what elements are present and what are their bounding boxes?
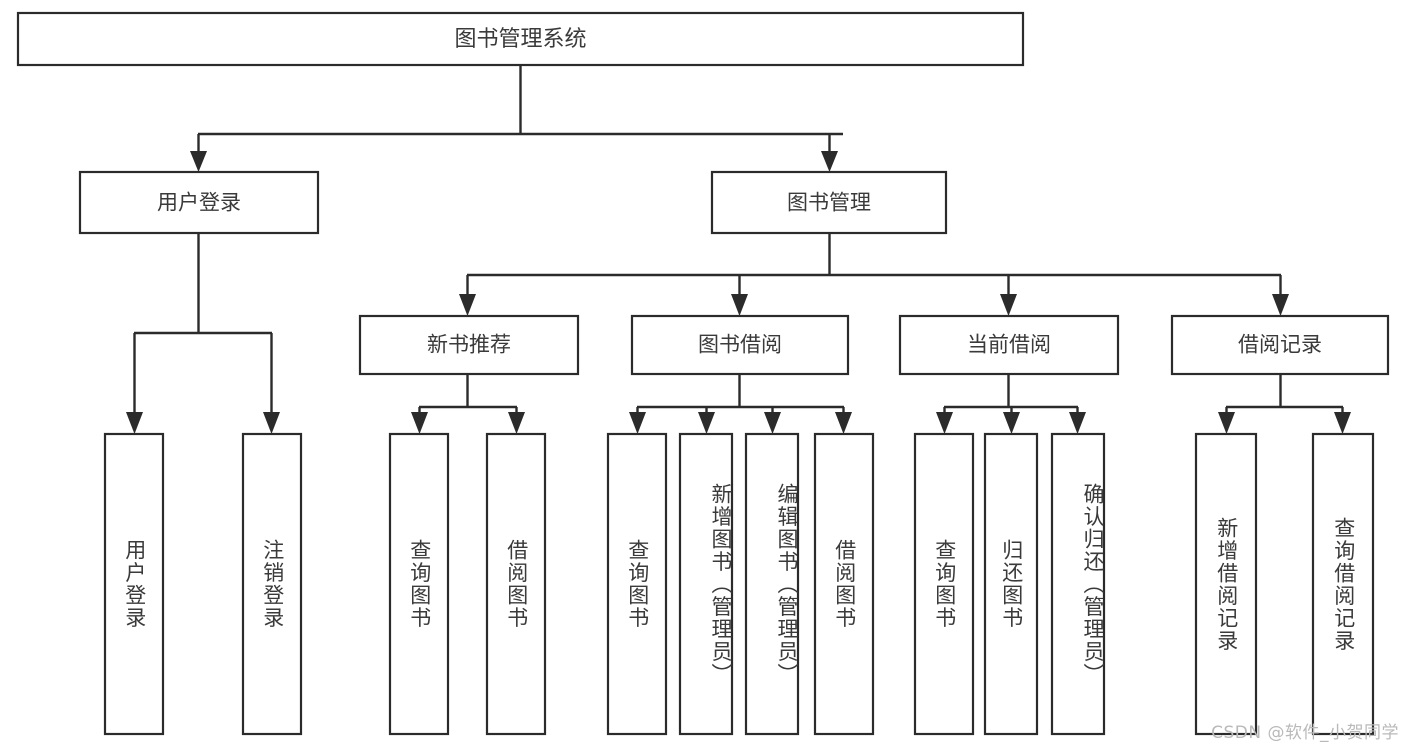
arrowhead-root-to-user-login: [190, 151, 207, 172]
node-root-label: 图书管理系统: [454, 27, 586, 52]
arrowhead-current-to-leaf-1: [936, 412, 953, 434]
connector-group-borrow: [629, 374, 852, 434]
leaf-box-borrow-books-brw[interactable]: [813, 432, 875, 736]
leaf-box-add-borrow-record[interactable]: [1194, 432, 1258, 736]
node-root-box[interactable]: [16, 11, 1025, 67]
connector-group-records: [1218, 374, 1351, 434]
node-new-book-recommend[interactable]: 新书推荐: [358, 314, 580, 376]
node-book-borrow-box[interactable]: [630, 314, 850, 376]
leaf-box-query-books-brw[interactable]: [606, 432, 668, 736]
leaf-box-return-books[interactable]: [983, 432, 1039, 736]
arrowhead-book-mgmt-to-new-books: [459, 294, 476, 316]
node-book-management-box[interactable]: [710, 170, 948, 235]
connector-group-book-mgmt: [459, 233, 1289, 316]
node-user-login-box[interactable]: [78, 170, 320, 235]
node-current-borrow[interactable]: 当前借阅: [898, 314, 1120, 376]
connector-group-user-login: [126, 233, 280, 434]
arrowhead-borrow-to-leaf-1: [629, 412, 646, 434]
node-user-login[interactable]: 用户登录: [78, 170, 320, 235]
node-book-management[interactable]: 图书管理: [710, 170, 948, 235]
arrowhead-new-books-to-leaf-1: [411, 412, 428, 434]
node-current-borrow-box[interactable]: [898, 314, 1120, 376]
arrowhead-borrow-to-leaf-2: [698, 412, 715, 434]
leaf-box-edit-book-admin[interactable]: [744, 432, 800, 736]
node-book-borrow[interactable]: 图书借阅: [630, 314, 850, 376]
arrowhead-borrow-to-leaf-4: [835, 412, 852, 434]
arrowhead-book-mgmt-to-records: [1272, 294, 1289, 316]
csdn-watermark: CSDN @软件_小贺同学: [1211, 723, 1399, 743]
arrowhead-current-to-leaf-3: [1069, 412, 1086, 434]
node-new-book-recommend-label: 新书推荐: [427, 333, 511, 357]
arrowhead-records-to-leaf-2: [1334, 412, 1351, 434]
connector-group-current: [936, 374, 1086, 434]
connector-group-root: [190, 65, 843, 172]
node-borrow-records-box[interactable]: [1170, 314, 1390, 376]
node-user-login-label: 用户登录: [157, 191, 241, 215]
leaf-box-borrow-books-new[interactable]: [485, 432, 547, 736]
node-book-borrow-label: 图书借阅: [698, 333, 782, 357]
connector-group-new-books: [411, 374, 525, 434]
node-root[interactable]: 图书管理系统: [16, 11, 1025, 67]
leaf-boxes-group: [103, 432, 1375, 736]
arrowhead-user-login-to-leaf-1: [126, 412, 143, 434]
arrowhead-book-mgmt-to-borrow: [731, 294, 748, 316]
arrowhead-borrow-to-leaf-3: [764, 412, 781, 434]
node-new-book-recommend-box[interactable]: [358, 314, 580, 376]
node-borrow-records-label: 借阅记录: [1238, 333, 1322, 357]
leaf-box-user-login[interactable]: [103, 432, 165, 736]
node-current-borrow-label: 当前借阅: [967, 333, 1051, 357]
arrowhead-user-login-to-leaf-2: [263, 412, 280, 434]
arrowhead-root-to-book-mgmt: [821, 151, 838, 172]
arrowhead-new-books-to-leaf-2: [508, 412, 525, 434]
node-book-management-label: 图书管理: [787, 191, 871, 215]
leaf-box-add-book-admin[interactable]: [678, 432, 734, 736]
leaf-box-confirm-return-admin[interactable]: [1050, 432, 1106, 736]
leaf-box-query-books-new[interactable]: [388, 432, 450, 736]
arrowhead-book-mgmt-to-current: [1000, 294, 1017, 316]
arrowhead-records-to-leaf-1: [1218, 412, 1235, 434]
leaf-box-query-books-cur[interactable]: [913, 432, 975, 736]
arrowhead-current-to-leaf-2: [1003, 412, 1020, 434]
leaf-box-query-borrow-record[interactable]: [1311, 432, 1375, 736]
node-borrow-records[interactable]: 借阅记录: [1170, 314, 1390, 376]
leaf-box-logout[interactable]: [241, 432, 303, 736]
